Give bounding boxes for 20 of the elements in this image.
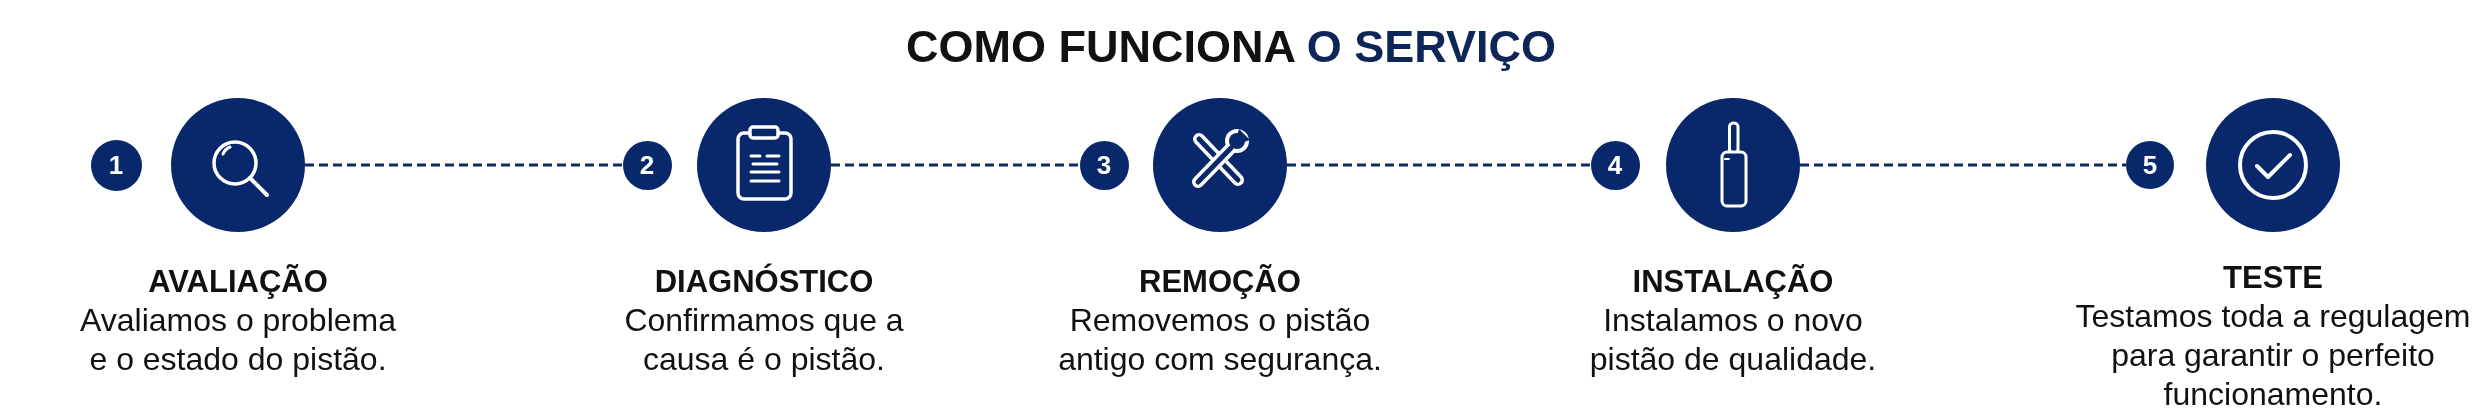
step-number-badge: 5 <box>2126 141 2174 189</box>
step-description: Removemos o pistão antigo com segurança. <box>1057 301 1383 379</box>
step-description: Testamos toda a regulagem para garantir o perfeito funcionamento. <box>2074 297 2472 414</box>
step-number-badge: 1 <box>90 139 142 191</box>
dashed-connector <box>831 163 1080 167</box>
step-title: INSTALAÇÃO <box>1632 263 1834 300</box>
dashed-connector <box>1287 163 1591 167</box>
dashed-connector <box>305 163 623 167</box>
step-number-badge: 3 <box>1079 140 1129 190</box>
step-title: AVALIAÇÃO <box>148 263 328 300</box>
step-description: Instalamos o novo pistão de qualidade. <box>1588 301 1878 379</box>
dashed-connector <box>1800 163 2126 167</box>
page-title: COMO FUNCIONA O SERVIÇO <box>905 20 1557 74</box>
step-title: TESTE <box>2223 259 2323 296</box>
step-title: DIAGNÓSTICO <box>654 263 874 300</box>
step-title: REMOÇÃO <box>1139 263 1301 300</box>
step-description: Confirmamos que a causa é o pistão. <box>623 301 905 379</box>
step-number-badge: 4 <box>1590 140 1640 190</box>
step-description: Avaliamos o problema e o estado do pistão. <box>79 301 397 379</box>
step-number-badge: 2 <box>622 140 672 190</box>
